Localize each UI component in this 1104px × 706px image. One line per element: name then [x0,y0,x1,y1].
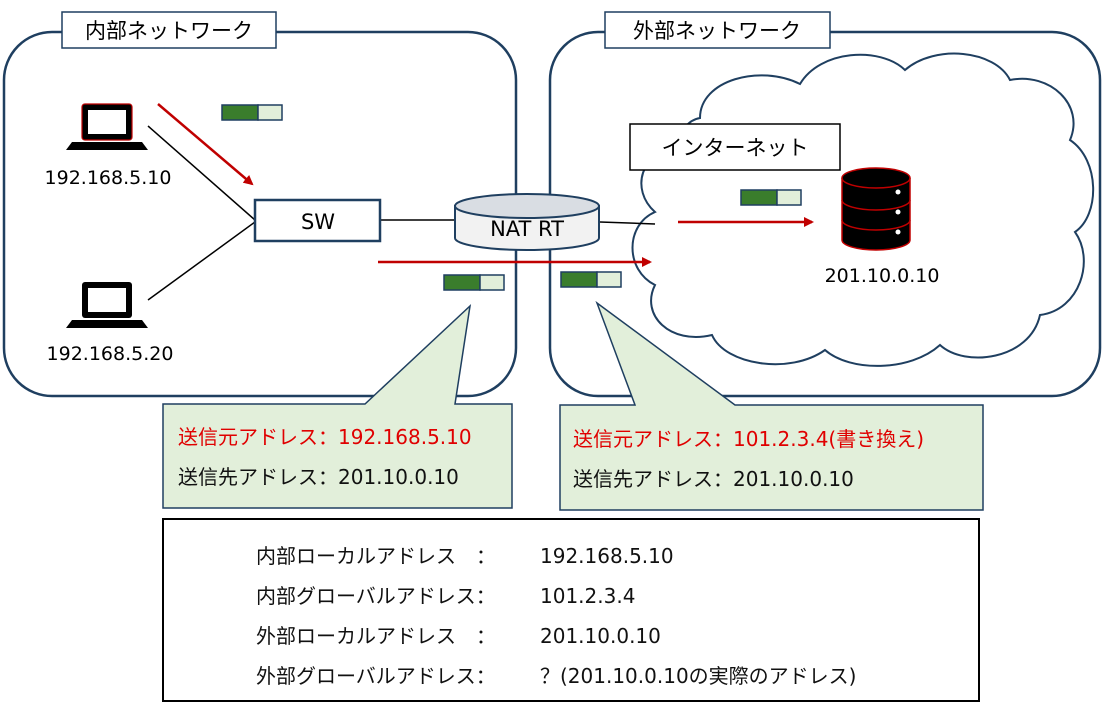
packet-icon [221,104,283,121]
external-network-label: 外部ネットワーク [633,19,801,43]
table-row: 外部ローカルアドレス ： 201.10.0.10 [256,620,661,649]
external-network-label-box [604,11,831,49]
svg-text:送信元アドレス：101.2.3.4(書き換え): 送信元アドレス：101.2.3.4(書き換え) [573,427,924,451]
arrow-pc1-to-switch [157,103,254,186]
internal-network-label-box [61,11,277,49]
row-value: 101.2.3.4 [540,584,636,608]
switch-label: SW [301,210,335,234]
callout-left-src-value: 192.168.5.10 [338,425,472,449]
callout-right-dst-value: 201.10.0.10 [733,467,854,491]
row-value: 192.168.5.10 [540,544,674,568]
packet-icon [560,271,622,288]
callout-left-src-label: 送信元アドレス： [178,425,338,449]
links [147,125,656,301]
link-router-internet [599,221,656,225]
packet-icon [443,274,505,291]
row-value: 201.10.0.10 [540,624,661,648]
link-pc2-switch [147,221,256,301]
row-value: ？(201.10.0.10の実際のアドレス) [540,664,857,688]
callout-left-dst-value: 201.10.0.10 [338,465,459,489]
callout-right [559,300,984,511]
table-row: 内部ローカルアドレス ： 192.168.5.10 [256,540,674,569]
address-table: 内部ローカルアドレス ： 192.168.5.10 内部グローバルアドレス： 101… [162,518,980,702]
callout-left [162,303,513,509]
internet-label-box [629,123,841,171]
nat-router [454,193,600,251]
link-pc1-switch [147,125,256,221]
table-row: 内部グローバルアドレス： 101.2.3.4 [256,580,635,609]
row-label: 内部グローバルアドレス： [256,584,496,608]
callout-right-src-label: 送信元アドレス： [573,427,733,451]
svg-text:送信元アドレス：192.168.5.10: 送信元アドレス：192.168.5.10 [178,425,472,449]
switch-box [253,198,382,243]
svg-text:送信先アドレス：201.10.0.10: 送信先アドレス：201.10.0.10 [178,465,459,489]
packet-flow [157,103,814,267]
pc1-address: 192.168.5.10 [45,167,172,189]
server-address: 201.10.0.10 [825,265,940,287]
laptop-icon [66,103,148,150]
pc2-address: 192.168.5.20 [47,343,174,365]
callout-right-dst-label: 送信先アドレス： [573,467,733,491]
callout-left-dst-label: 送信先アドレス： [178,465,338,489]
row-label: 外部グローバルアドレス： [256,664,496,688]
table-row: 外部グローバルアドレス： ？(201.10.0.10の実際のアドレス) [256,660,856,689]
router-label: NAT RT [490,217,564,241]
database-server-icon [841,167,911,251]
row-label: 外部ローカルアドレス ： [256,624,496,648]
internet-label: インターネット [662,136,809,160]
internal-network-label: 内部ネットワーク [85,19,253,43]
svg-text:送信先アドレス：201.10.0.10: 送信先アドレス：201.10.0.10 [573,467,854,491]
callout-right-src-value: 101.2.3.4(書き換え) [733,427,924,451]
packet-icon [740,189,802,206]
laptop-icon [66,282,148,328]
row-label: 内部ローカルアドレス ： [256,544,496,568]
